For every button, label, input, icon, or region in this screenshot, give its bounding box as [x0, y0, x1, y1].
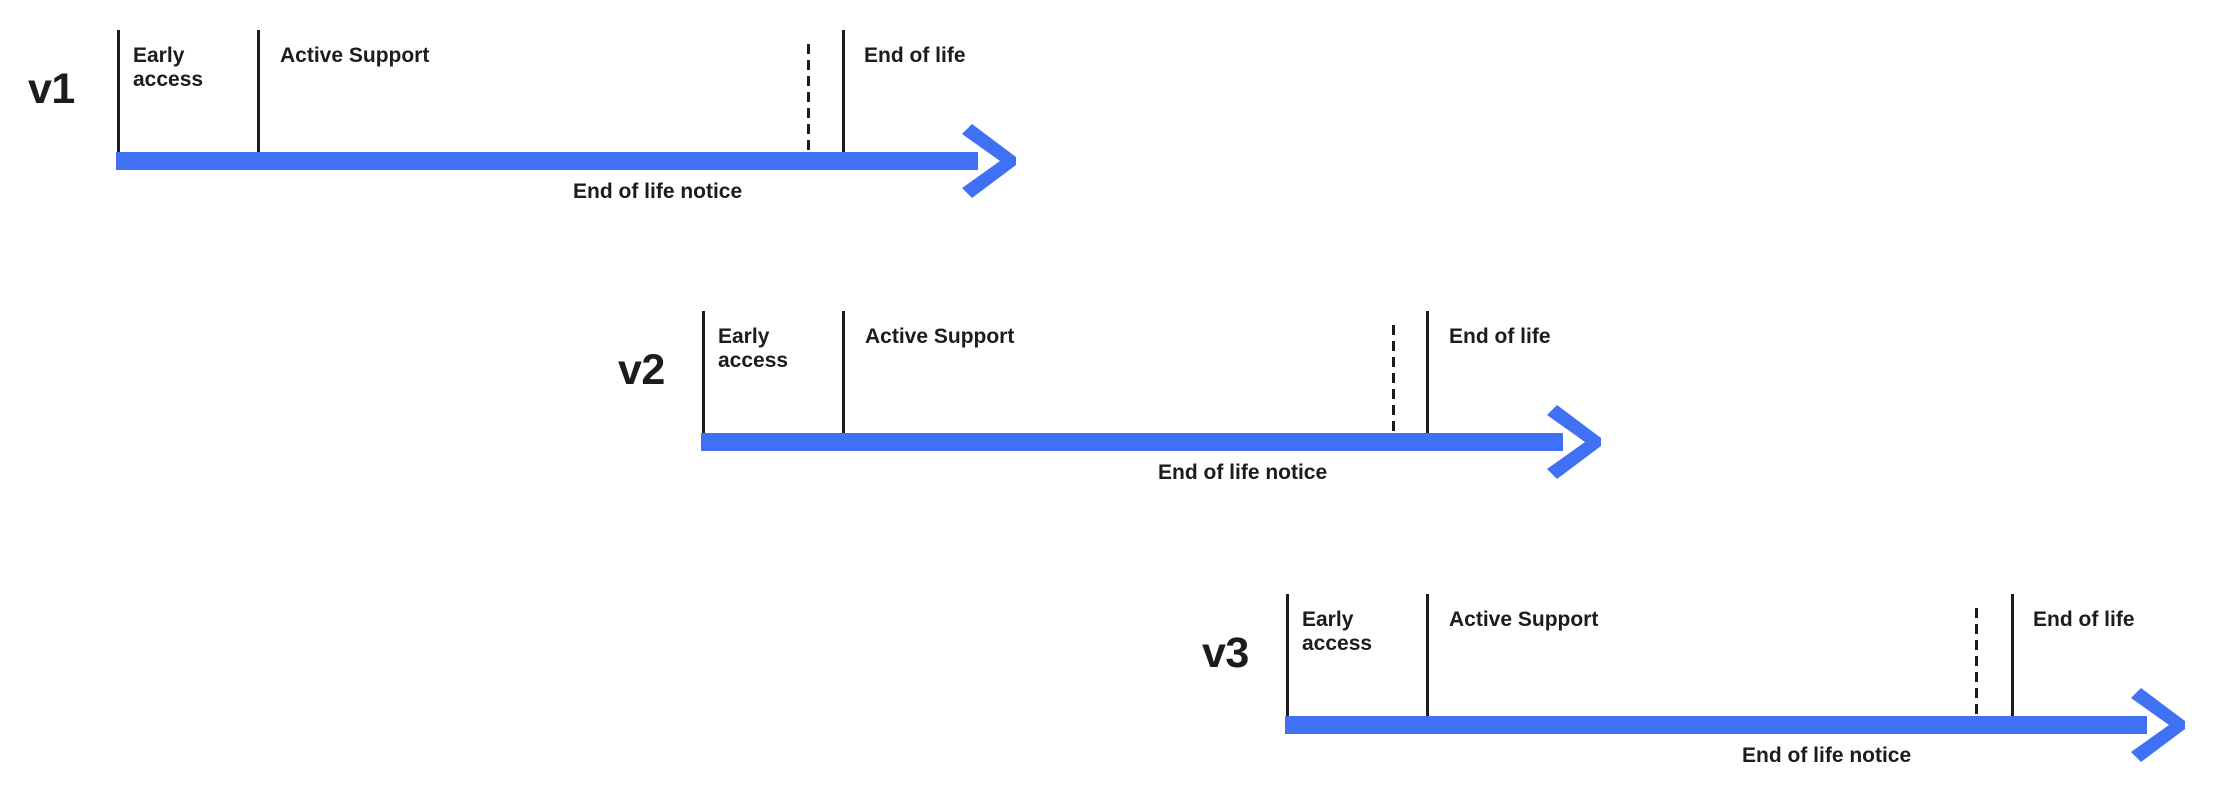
divider-early-access-start-v1 — [117, 30, 120, 152]
divider-active-support-start-v3 — [1426, 594, 1429, 716]
arrow-head-icon-v2 — [1547, 405, 1607, 479]
phase-label-active-support-v2: Active Support — [865, 325, 1015, 348]
timeline-bar-v2 — [701, 433, 1563, 451]
divider-early-access-start-v2 — [702, 311, 705, 433]
phase-label-end-of-life-v1: End of life — [864, 44, 966, 67]
notice-label-v1: End of life notice — [573, 180, 743, 203]
divider-early-access-start-v3 — [1286, 594, 1289, 716]
arrow-head-icon-v1 — [962, 124, 1022, 198]
dashed-marker-end-of-life-notice-v2 — [1392, 325, 1395, 433]
phase-label-early-access-v3: Early access — [1302, 608, 1373, 655]
version-label-v1: v1 — [28, 65, 75, 113]
notice-label-v2: End of life notice — [1158, 461, 1328, 484]
timeline-bar-v1 — [116, 152, 978, 170]
notice-label-v3: End of life notice — [1742, 744, 1912, 767]
phase-label-end-of-life-v3: End of life — [2033, 608, 2135, 631]
divider-end-of-life-start-v2 — [1426, 311, 1429, 433]
timeline-bar-v3 — [1285, 716, 2147, 734]
divider-end-of-life-start-v3 — [2011, 594, 2014, 716]
version-label-v3: v3 — [1202, 629, 1249, 677]
phase-label-active-support-v3: Active Support — [1449, 608, 1599, 631]
phase-label-end-of-life-v2: End of life — [1449, 325, 1551, 348]
version-label-v2: v2 — [618, 346, 665, 394]
dashed-marker-end-of-life-notice-v1 — [807, 44, 810, 152]
divider-end-of-life-start-v1 — [842, 30, 845, 152]
phase-label-active-support-v1: Active Support — [280, 44, 430, 67]
phase-label-early-access-v1: Early access — [133, 44, 204, 91]
divider-active-support-start-v2 — [842, 311, 845, 433]
phase-label-early-access-v2: Early access — [718, 325, 789, 372]
divider-active-support-start-v1 — [257, 30, 260, 152]
dashed-marker-end-of-life-notice-v3 — [1975, 608, 1978, 716]
arrow-head-icon-v3 — [2131, 688, 2191, 762]
